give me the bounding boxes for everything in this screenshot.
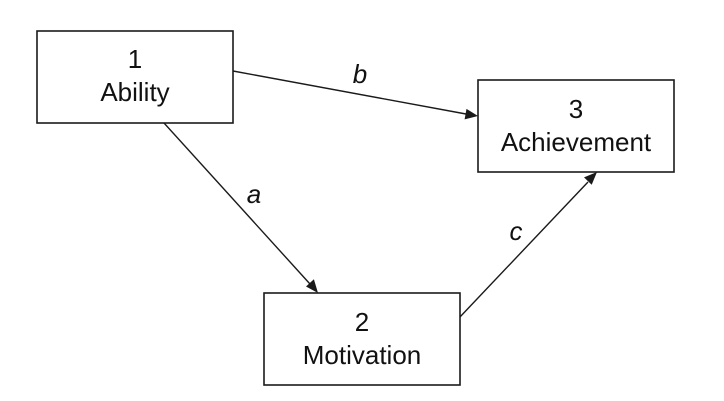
node-ability-label: Ability — [100, 77, 169, 107]
edge-c: c — [458, 172, 597, 319]
node-motivation-box — [263, 292, 461, 386]
node-motivation-label: Motivation — [303, 340, 422, 370]
node-achievement: 3 Achievement — [477, 79, 675, 173]
edge-b-arrowhead — [464, 108, 478, 120]
edge-a-line — [163, 122, 311, 285]
edge-b: b — [232, 59, 478, 120]
edge-c-line — [458, 181, 589, 319]
node-achievement-box — [477, 79, 675, 173]
edge-a-label: a — [247, 179, 261, 209]
edge-a: a — [163, 122, 318, 293]
edge-a-arrowhead — [306, 279, 318, 293]
node-achievement-label: Achievement — [501, 127, 652, 157]
node-ability: 1 Ability — [36, 30, 234, 124]
edge-c-label: c — [510, 216, 523, 246]
node-motivation: 2 Motivation — [263, 292, 461, 386]
node-ability-number: 1 — [128, 44, 142, 74]
node-ability-box — [36, 30, 234, 124]
node-motivation-number: 2 — [355, 307, 369, 337]
node-achievement-number: 3 — [569, 94, 583, 124]
edge-b-label: b — [353, 59, 367, 89]
edge-b-line — [232, 70, 467, 115]
edge-c-arrowhead — [584, 172, 597, 185]
